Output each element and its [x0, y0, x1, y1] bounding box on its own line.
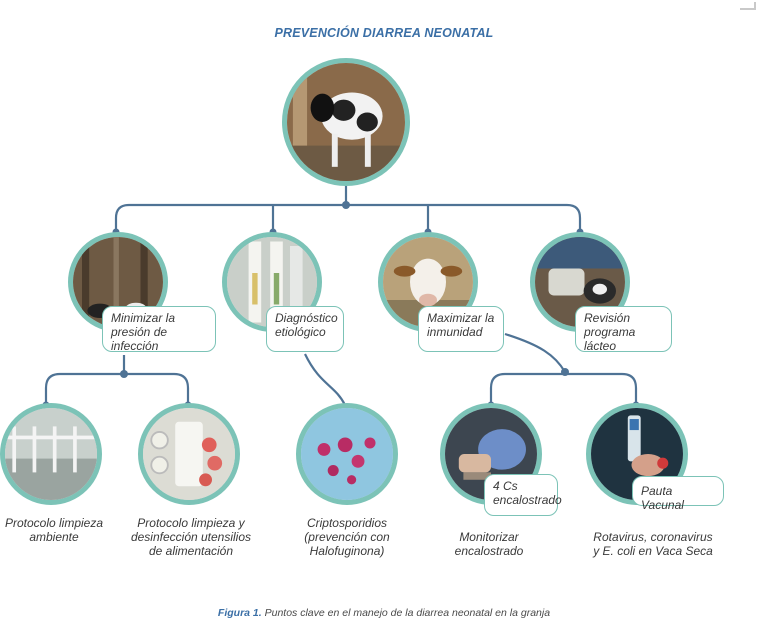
node-4cs-encalostrado: 4 Cs encalostrado	[484, 474, 562, 516]
calf-photo	[282, 58, 410, 186]
utensils-photo	[138, 403, 240, 505]
node-diagnostico-etiologico: Diagnóstico etiológico	[266, 306, 344, 352]
diagram-title: PREVENCIÓN DIARREA NEONATAL	[274, 26, 494, 40]
figure-caption-text: Puntos clave en el manejo de la diarrea …	[264, 607, 551, 619]
figure-label: Figura 1.	[217, 607, 262, 619]
figure-caption: Figura 1. Puntos clave en el manejo de l…	[0, 607, 768, 619]
pens-photo	[0, 403, 102, 505]
caption-criptosporidios: Criptosporidios (prevención con Halofugi…	[304, 516, 390, 558]
node-maximizar-inmunidad: Maximizar la inmunidad	[418, 306, 504, 352]
node-pauta-vacunal: Pauta Vacunal	[632, 476, 724, 512]
caption-monitorizar: Monitorizar encalostrado	[454, 530, 524, 558]
node-minimizar-infeccion: Minimizar la presión de infección	[102, 306, 216, 353]
caption-protocolo-utensilios: Protocolo limpieza y desinfección utensi…	[130, 516, 252, 558]
microscopy-photo	[296, 403, 398, 505]
caption-rotavirus: Rotavirus, coronavirus y E. coli en Vaca…	[593, 530, 713, 558]
caption-protocolo-ambiente: Protocolo limpieza ambiente	[4, 516, 104, 544]
corner-mark	[740, 2, 756, 10]
node-revision-programa: Revisión programa lácteo	[575, 306, 672, 353]
